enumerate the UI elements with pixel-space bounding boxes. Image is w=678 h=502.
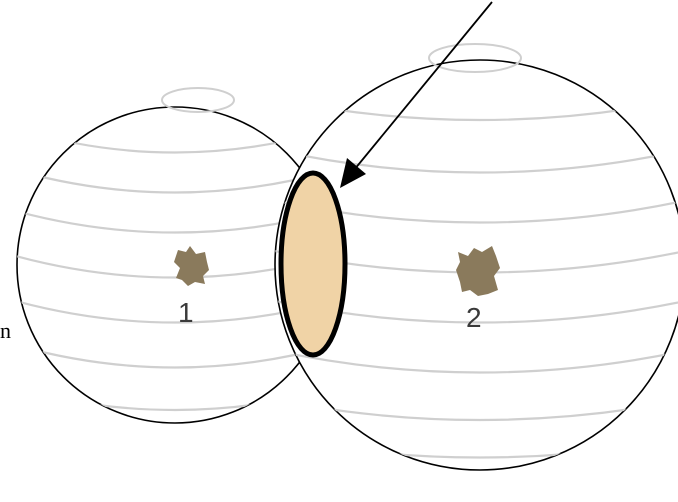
overlap-region bbox=[281, 173, 345, 355]
sphere-1-label: 1 bbox=[178, 297, 194, 328]
edge-text-fragment: n bbox=[0, 318, 11, 343]
sphere-2-label: 2 bbox=[466, 302, 482, 333]
